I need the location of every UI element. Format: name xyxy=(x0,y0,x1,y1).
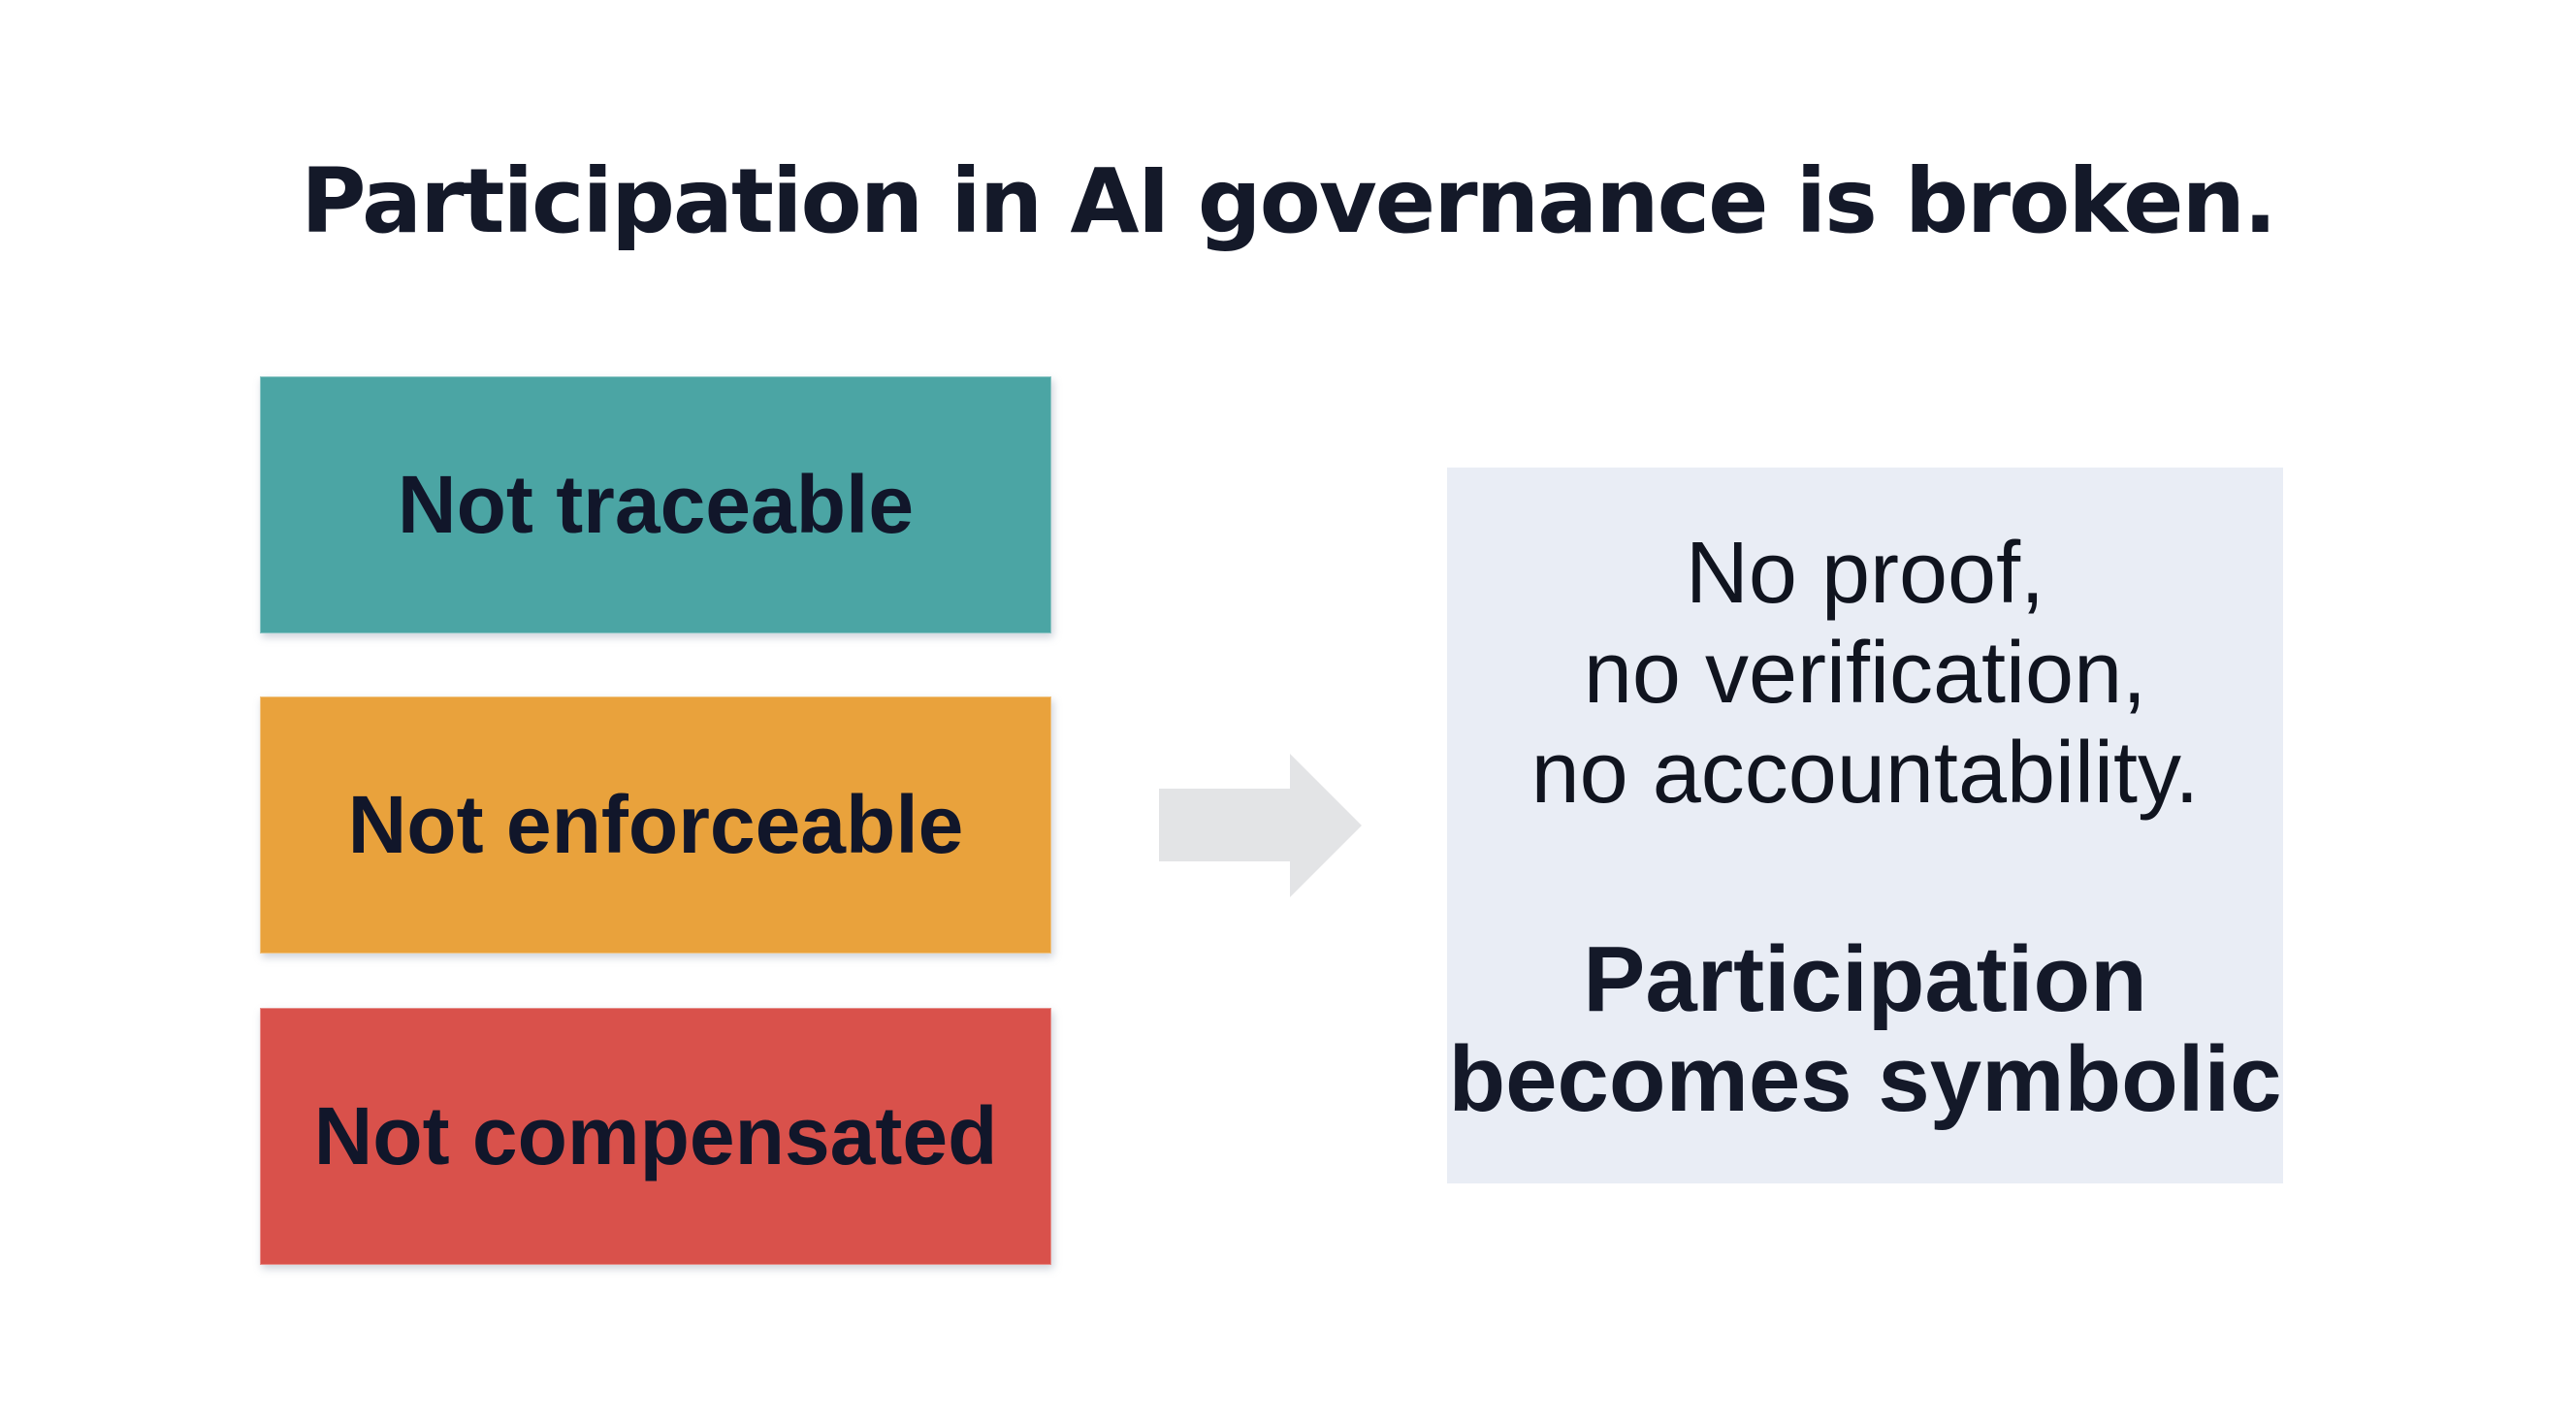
problem-label: Not compensated xyxy=(313,1090,998,1181)
outcome-emphasis-line: Participation xyxy=(1583,927,2147,1031)
outcome-line: no accountability. xyxy=(1530,725,2200,822)
outcome-text-block: No proof, no verification, no accountabi… xyxy=(1447,524,2283,824)
problem-box-not-traceable: Not traceable xyxy=(260,376,1051,633)
slide-title: Participation in AI governance is broken… xyxy=(301,149,2277,253)
outcome-line: no verification, xyxy=(1583,625,2147,722)
outcome-emphasis-line: becomes symbolic xyxy=(1448,1027,2282,1131)
right-arrow-shape xyxy=(1159,754,1362,897)
problem-label: Not traceable xyxy=(397,459,915,550)
problem-box-not-compensated: Not compensated xyxy=(260,1008,1051,1265)
outcome-emphasis-block: Participation becomes symbolic xyxy=(1447,929,2283,1129)
problem-label: Not enforceable xyxy=(347,779,964,870)
problem-box-not-enforceable: Not enforceable xyxy=(260,696,1051,954)
outcome-line: No proof, xyxy=(1685,525,2045,622)
outcome-panel: No proof, no verification, no accountabi… xyxy=(1447,468,2283,1183)
right-arrow-icon xyxy=(1159,754,1362,897)
